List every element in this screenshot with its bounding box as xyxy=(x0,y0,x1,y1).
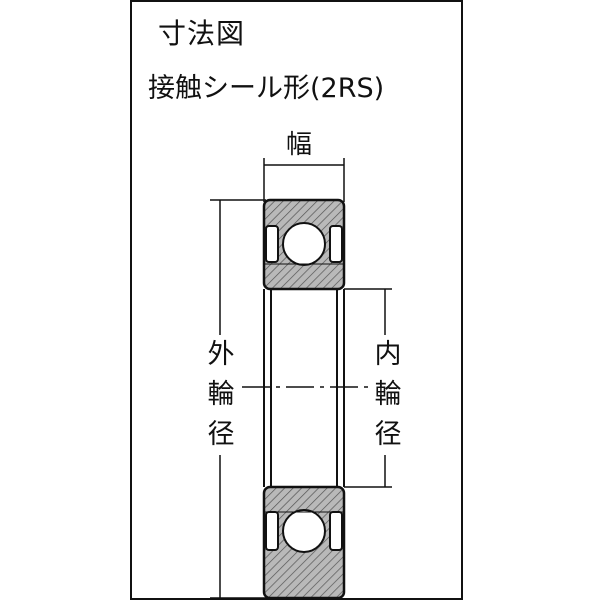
page-title: 寸法図 xyxy=(158,17,246,50)
outer-diameter-char: 外 xyxy=(207,339,235,370)
upper-bearing-section xyxy=(262,198,346,291)
inner-diameter-char: 輪 xyxy=(374,379,402,410)
width-dimension xyxy=(263,158,345,202)
outer-diameter-char: 輪 xyxy=(207,379,235,410)
lower-bearing-section xyxy=(262,485,346,600)
width-label: 幅 xyxy=(286,130,313,160)
bearing-type-label: 接触シール形(2RS) xyxy=(148,73,385,104)
outer-diameter-char: 径 xyxy=(207,419,235,450)
bore-outline xyxy=(263,289,345,487)
inner-diameter-char: 内 xyxy=(374,339,402,370)
inner-diameter-char: 径 xyxy=(374,419,402,450)
outer-diameter-label: 外 輪 径 xyxy=(201,335,241,455)
inner-diameter-label: 内 輪 径 xyxy=(368,335,408,455)
